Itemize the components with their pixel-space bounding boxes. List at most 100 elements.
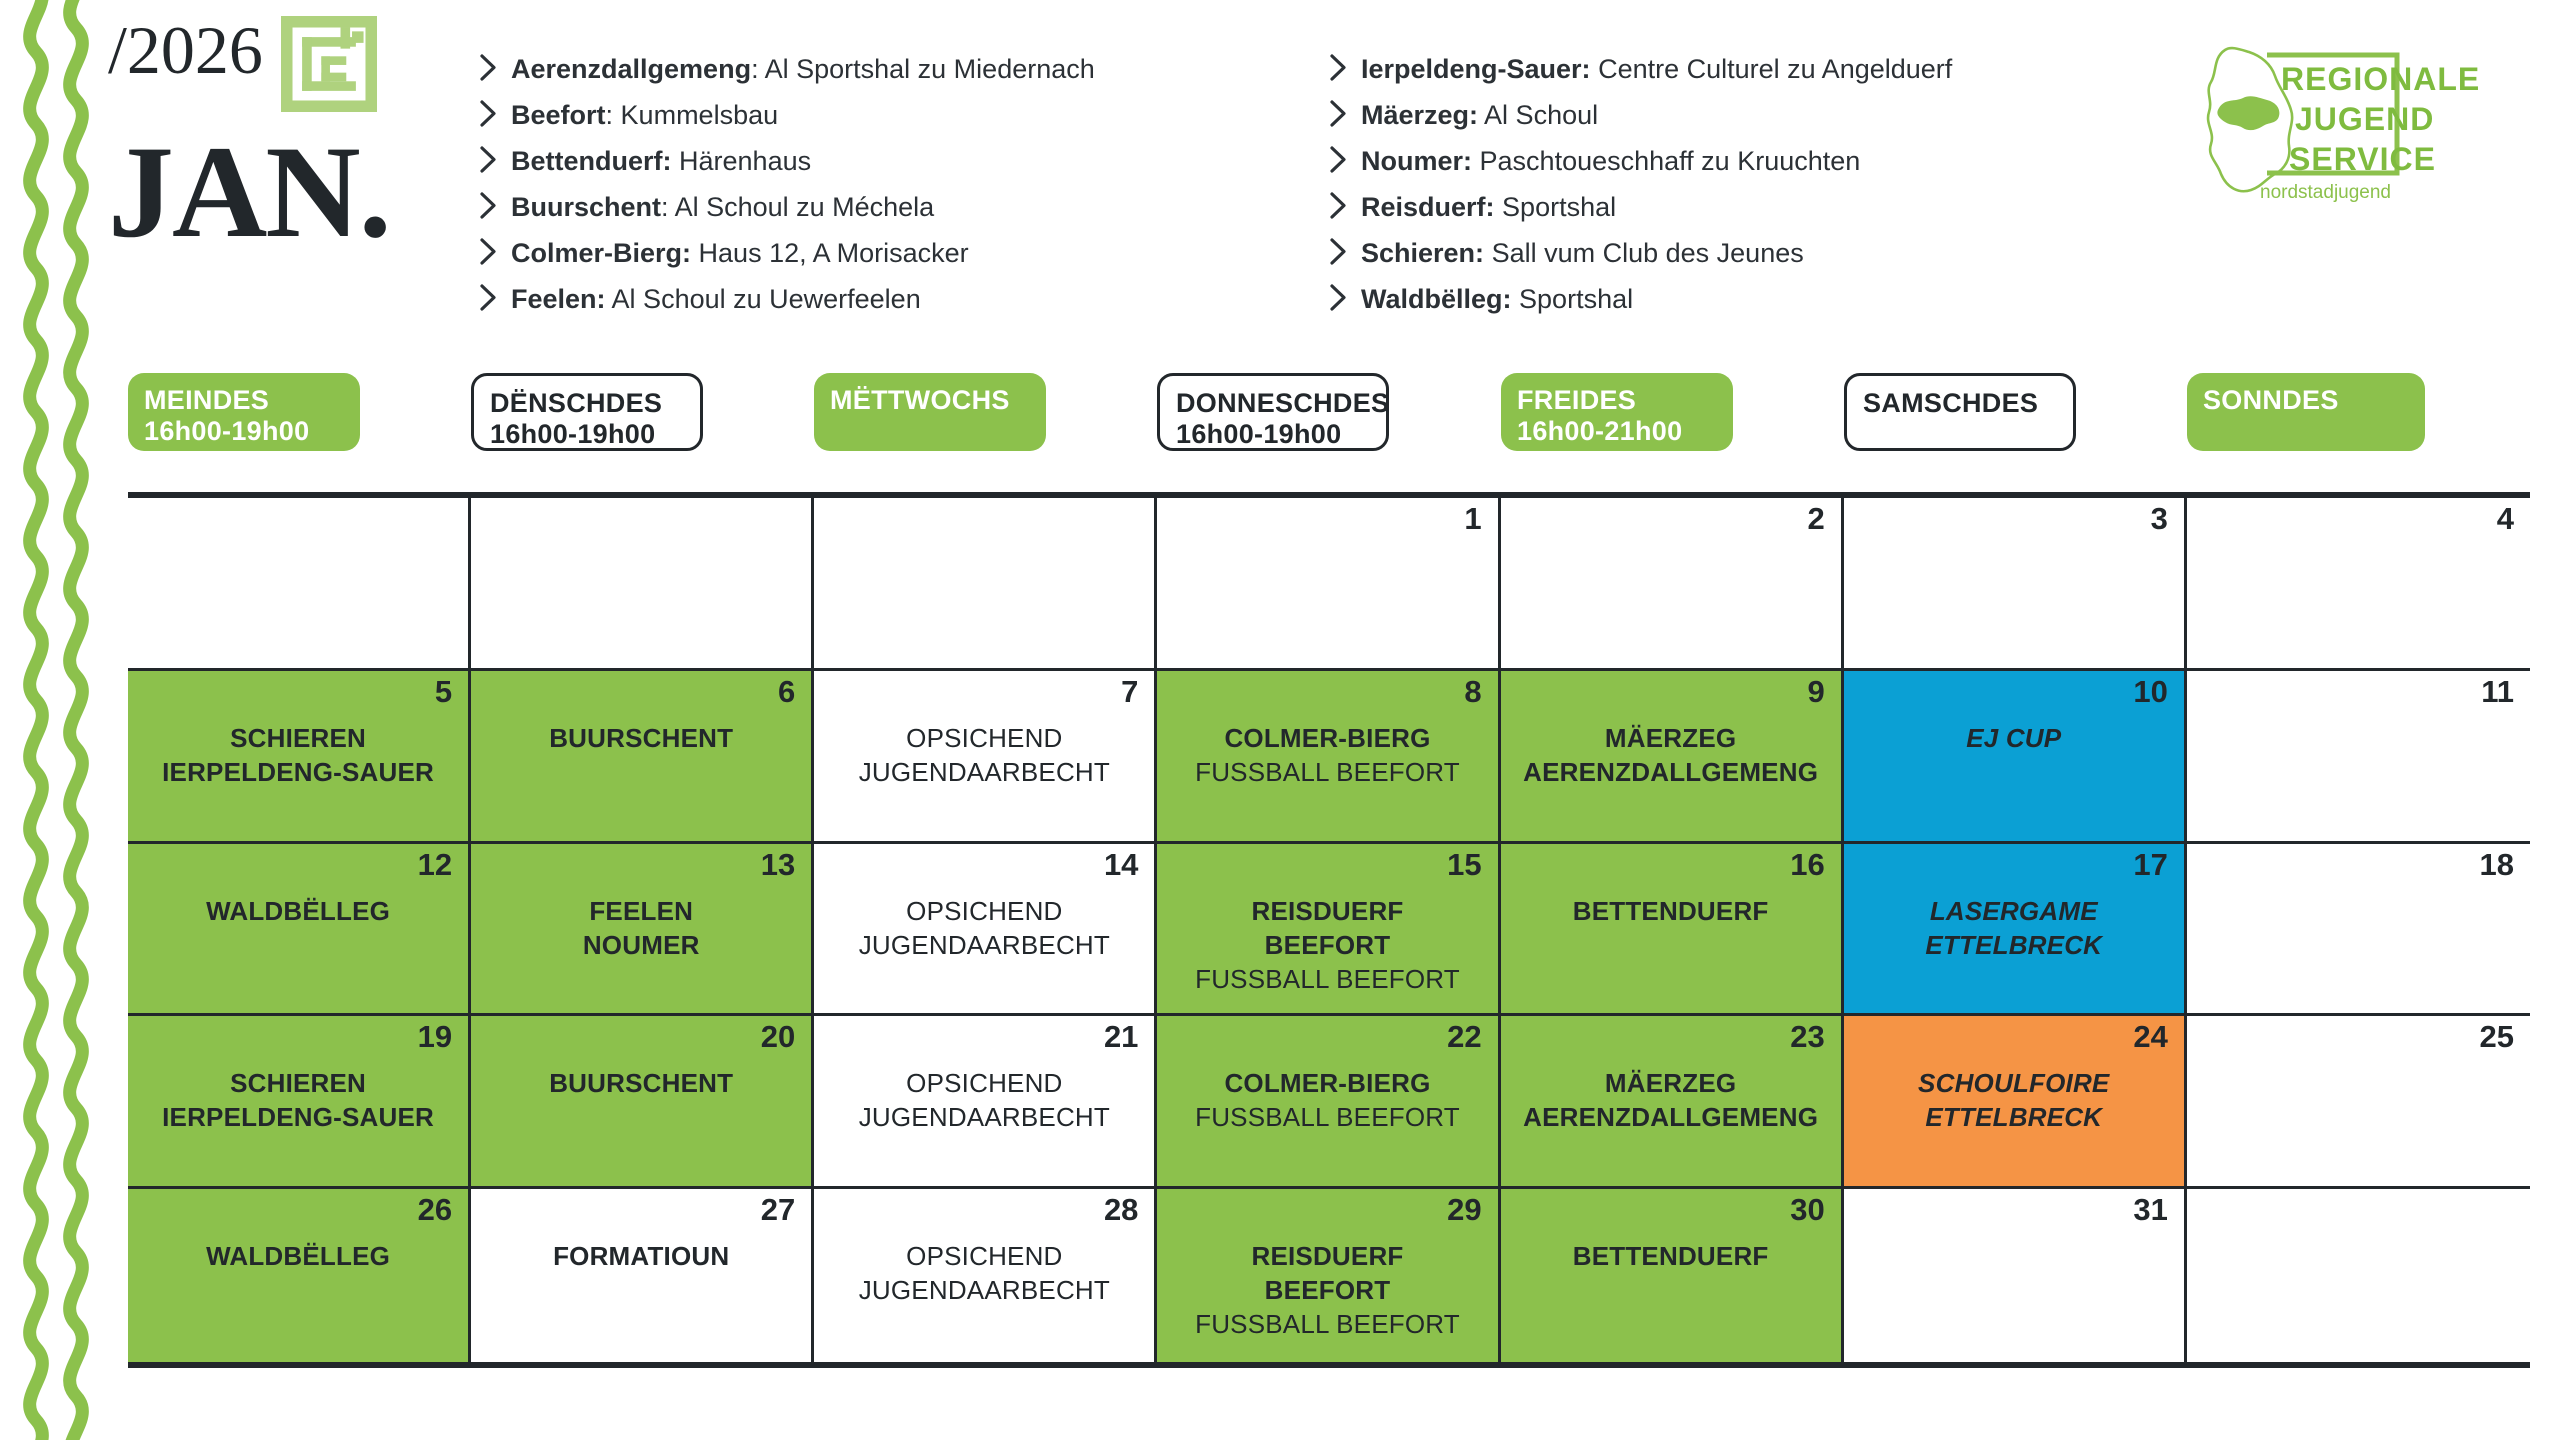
day-number: 27	[760, 1192, 796, 1228]
day-number: 19	[417, 1019, 453, 1055]
venue-legend-item: Mäerzeg: Al Schoul	[1330, 92, 2170, 138]
calendar-day-cell[interactable]: 1	[1157, 498, 1501, 671]
day-number: 13	[760, 846, 796, 882]
venue-legend-text: Buurschent: Al Schoul zu Méchela	[511, 184, 934, 230]
day-number: 16	[1790, 846, 1825, 882]
event-label: MÄERZEG	[1604, 722, 1737, 753]
venue-name: Mäerzeg:	[1361, 100, 1479, 130]
venue-name: Reisduerf:	[1361, 192, 1495, 222]
day-number: 23	[1790, 1019, 1825, 1055]
month-title-block: /2026 JAN.	[108, 14, 438, 344]
event-label: COLMER-BIERG	[1224, 1068, 1431, 1099]
calendar-day-cell[interactable]: 31	[1843, 1189, 2187, 1362]
calendar-day-cell[interactable]: 18	[2186, 843, 2530, 1017]
calendar-empty-cell[interactable]	[2186, 1189, 2530, 1362]
event-label: JUGENDAARBECHT	[858, 756, 1110, 787]
venue-legend-left: Aerenzdallgemeng: Al Sportshal zu Mieder…	[480, 46, 1310, 322]
event-label: NOUMER	[582, 929, 700, 960]
day-number: 26	[417, 1192, 453, 1228]
calendar-empty-cell[interactable]	[128, 498, 472, 671]
weekday-name: MËTTWOCHS	[830, 385, 1010, 415]
event-label: FUSSBALL BEEFORT	[1195, 756, 1460, 787]
event-label: EJ CUP	[1966, 722, 2062, 753]
calendar-day-cell[interactable]: 2	[1500, 498, 1844, 671]
venue-place: Centre Culturel zu Angelduerf	[1598, 54, 1953, 84]
venue-place: Paschtoueschhaff zu Kruuchten	[1479, 146, 1861, 176]
day-number: 15	[1447, 846, 1482, 882]
weekday-name: DONNESCHDES	[1176, 388, 1390, 418]
calendar-empty-cell[interactable]	[814, 498, 1158, 671]
day-number: 18	[2479, 846, 2514, 882]
event-label: ETTELBRECK	[1925, 1102, 2103, 1133]
day-number: 20	[760, 1019, 796, 1055]
chevron-right-icon	[480, 95, 497, 127]
event-label: JUGENDAARBECHT	[858, 1275, 1110, 1306]
event-label: FUSSBALL BEEFORT	[1195, 1102, 1460, 1133]
chevron-right-icon	[1330, 49, 1347, 81]
chevron-right-icon	[480, 233, 497, 265]
calendar-day-cell[interactable]: 25	[2186, 1016, 2530, 1190]
weekday-name: SAMSCHDES	[1863, 388, 2039, 418]
venue-legend-item: Reisduerf: Sportshal	[1330, 184, 2170, 230]
venue-legend-item: Buurschent: Al Schoul zu Méchela	[480, 184, 1310, 230]
calendar-day-cell[interactable]: 11	[2186, 670, 2530, 844]
venue-place: Härenhaus	[679, 146, 812, 176]
day-number: 21	[1103, 1019, 1139, 1055]
event-label: OPSICHEND	[906, 1068, 1063, 1099]
venue-legend-item: Schieren: Sall vum Club des Jeunes	[1330, 230, 2170, 276]
venue-place: Al Schoul zu Méchela	[674, 192, 935, 222]
venue-name: Feelen:	[511, 284, 606, 314]
event-list: WALDBËLLEG	[142, 1239, 454, 1273]
venue-legend-item: Bettenduerf: Härenhaus	[480, 138, 1310, 184]
day-number: 22	[1447, 1019, 1482, 1055]
chevron-right-icon	[480, 49, 497, 81]
venue-legend-text: Reisduerf: Sportshal	[1361, 184, 1616, 230]
venue-place: Kummelsbau	[620, 100, 779, 130]
venue-separator: :	[661, 192, 669, 222]
event-label: COLMER-BIERG	[1224, 722, 1431, 753]
event-label: SCHOULFOIRE	[1918, 1068, 2110, 1099]
calendar-day-cell[interactable]: 3	[1843, 498, 2187, 671]
day-number: 25	[2479, 1019, 2514, 1055]
brand-bracket	[2267, 52, 2400, 176]
wave-line-left	[23, 0, 49, 1440]
event-label: REISDUERF	[1251, 895, 1404, 926]
venue-legend-item: Noumer: Paschtoueschhaff zu Kruuchten	[1330, 138, 2170, 184]
calendar-day-cell[interactable]: 4	[2186, 498, 2530, 671]
event-label: BUURSCHENT	[549, 722, 734, 753]
spiral-square-logo-icon	[280, 16, 377, 112]
event-list: BETTENDUERF	[1515, 894, 1827, 928]
event-label: FEELEN	[589, 895, 694, 926]
luxembourg-map-icon	[2206, 46, 2294, 193]
calendar-empty-cell[interactable]	[471, 498, 815, 671]
